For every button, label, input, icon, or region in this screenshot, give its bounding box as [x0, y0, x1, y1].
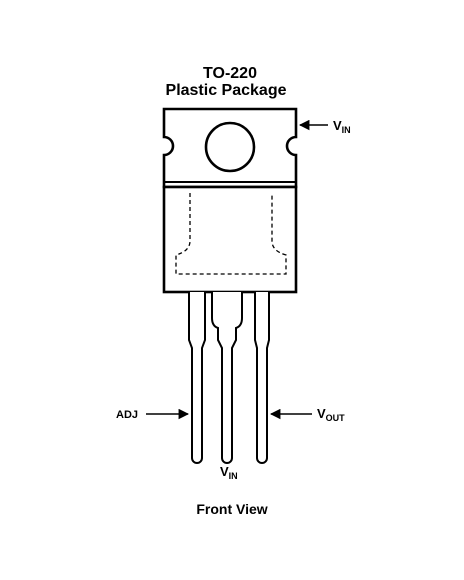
- lead-vin: [211, 292, 243, 464]
- lead-vout: [254, 292, 270, 464]
- adj-label: ADJ: [116, 409, 138, 421]
- mounting-hole: [204, 121, 256, 173]
- package-subtitle: Plastic Package: [166, 82, 287, 99]
- vout-label: VOUT: [317, 406, 345, 423]
- plastic-body: [162, 185, 298, 294]
- lead-adj: [188, 292, 206, 464]
- center-vin-label: VIN: [220, 464, 238, 481]
- tab-vin-label: VIN: [333, 118, 351, 135]
- package-title: TO-220: [203, 65, 257, 82]
- view-caption: Front View: [196, 501, 267, 517]
